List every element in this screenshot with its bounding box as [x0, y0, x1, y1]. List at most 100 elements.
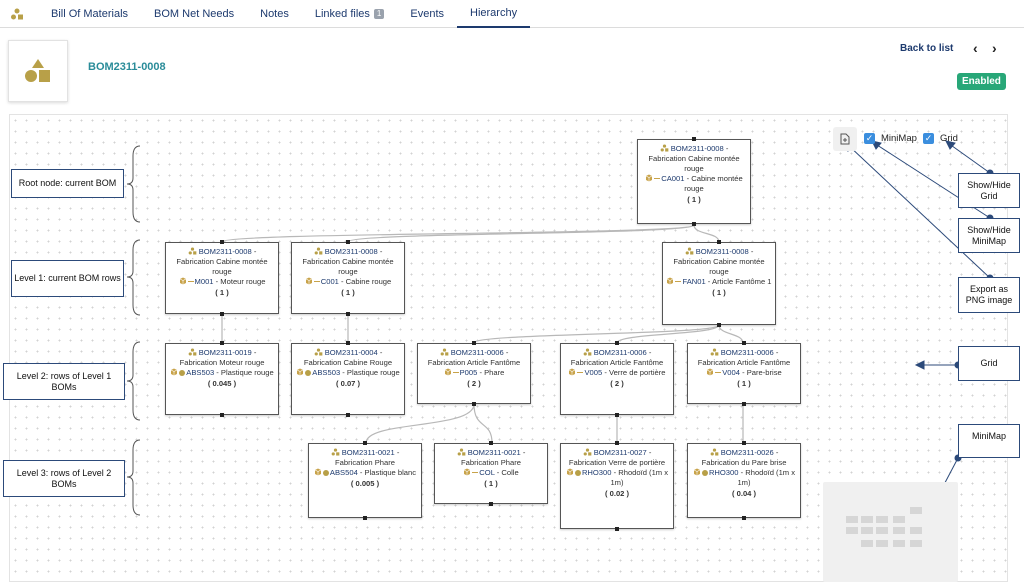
node-handle-top[interactable] [742, 441, 746, 445]
bom-ref-link[interactable]: BOM2311-0008 [324, 247, 378, 256]
minimap-node [910, 527, 922, 534]
node-handle-top[interactable] [692, 137, 696, 141]
node-handle-top[interactable] [615, 441, 619, 445]
product-ref-link[interactable]: M001 [194, 277, 214, 286]
export-png-button[interactable] [833, 127, 857, 151]
bom-ref-link[interactable]: BOM2311-0006 [450, 348, 504, 357]
bom-ref-link[interactable]: BOM2311-0006 [593, 348, 647, 357]
bom-node-l2c[interactable]: BOM2311-0006 -Fabrication Article Fantôm… [417, 343, 531, 404]
node-header: BOM2311-0008 - [666, 247, 772, 257]
node-handle-bottom[interactable] [717, 323, 721, 327]
tab-label: BOM Net Needs [154, 7, 235, 20]
tab-events[interactable]: Events [397, 0, 457, 28]
product-description: - Rhodoïd (1m x 1m) [610, 468, 669, 487]
bom-node-root[interactable]: BOM2311-0008 -Fabrication Cabine montée … [637, 139, 751, 224]
node-handle-bottom[interactable] [363, 516, 367, 520]
minimap-label: MiniMap [881, 133, 917, 144]
node-handle-bottom[interactable] [742, 402, 746, 406]
product-description: - Colle [494, 468, 519, 477]
bom-icon [440, 348, 449, 357]
node-handle-top[interactable] [220, 240, 224, 244]
node-handle-top[interactable] [742, 341, 746, 345]
node-handle-top[interactable] [615, 341, 619, 345]
bom-ref-link[interactable]: BOM2311-0008 [198, 247, 252, 256]
tab-bar: Bill Of Materials BOM Net Needs Notes Li… [0, 0, 1024, 28]
product-ref-link[interactable]: V005 [584, 368, 603, 377]
product-ref-link[interactable]: ABS503 [312, 368, 341, 377]
minimap-node [861, 527, 873, 534]
product-description: - Rhodoïd (1m x 1m) [737, 468, 796, 487]
bom-ref-link[interactable]: BOM2311-0006 [720, 348, 774, 357]
bom-node-l1c[interactable]: BOM2311-0008 -Fabrication Cabine montée … [662, 242, 776, 325]
bom-ref-link[interactable]: BOM2311-0021 [467, 448, 521, 457]
node-handle-top[interactable] [346, 341, 350, 345]
node-handle-bottom[interactable] [692, 222, 696, 226]
bom-node-l2e[interactable]: BOM2311-0006 -Fabrication Article Fantôm… [687, 343, 801, 404]
bom-ref-suffix: - [377, 247, 383, 256]
node-handle-bottom[interactable] [615, 413, 619, 417]
bom-ref-link[interactable]: BOM2311-0004 [324, 348, 378, 357]
bom-node-l3c[interactable]: BOM2311-0027 -Fabrication Verre de porti… [560, 443, 674, 529]
node-header: BOM2311-0006 - [691, 348, 797, 358]
node-handle-top[interactable] [363, 441, 367, 445]
bom-node-l1a[interactable]: BOM2311-0008 -Fabrication Cabine montée … [165, 242, 279, 314]
node-handle-bottom[interactable] [615, 527, 619, 531]
quantity: ( 0.02 ) [604, 489, 630, 498]
node-handle-bottom[interactable] [472, 402, 476, 406]
tab-bill-of-materials[interactable]: Bill Of Materials [38, 0, 141, 28]
product-ref-link[interactable]: COL [479, 468, 495, 477]
bom-ref-link[interactable]: BOM2311-0019 [198, 348, 252, 357]
tab-bom-net-needs[interactable]: BOM Net Needs [141, 0, 247, 28]
node-handle-top[interactable] [220, 341, 224, 345]
callout-grid: Grid [958, 346, 1020, 381]
product-description: - Cabine rouge [338, 277, 392, 286]
node-handle-bottom[interactable] [742, 516, 746, 520]
grid-checkbox[interactable]: ✓ [923, 133, 934, 144]
node-handle-top[interactable] [489, 441, 493, 445]
node-handle-bottom[interactable] [220, 413, 224, 417]
tab-notes[interactable]: Notes [247, 0, 302, 28]
callout-show-grid: Show/Hide Grid [958, 173, 1020, 208]
chevron-right-icon[interactable]: › [992, 40, 997, 56]
product-ref-link[interactable]: C001 [320, 277, 339, 286]
bom-ref-link[interactable]: BOM2311-0008 [695, 247, 749, 256]
bom-ref-link[interactable]: BOM2311-0027 [593, 448, 647, 457]
node-handle-bottom[interactable] [346, 312, 350, 316]
product-ref-link[interactable]: P005 [459, 368, 478, 377]
node-handle-top[interactable] [346, 240, 350, 244]
minimap-node [876, 516, 888, 523]
product-ref-link[interactable]: V004 [722, 368, 740, 377]
bom-node-l2d[interactable]: BOM2311-0006 -Fabrication Article Fantôm… [560, 343, 674, 415]
bom-ref-link[interactable]: BOM2311-0008 [670, 144, 724, 153]
product-ref-link[interactable]: ABS503 [186, 368, 215, 377]
product-ref-link[interactable]: RHO300 [708, 468, 739, 477]
product-ref-link[interactable]: RHO300 [581, 468, 612, 477]
bom-ref-link[interactable]: BOM2311-0021 [341, 448, 395, 457]
node-handle-bottom[interactable] [489, 502, 493, 506]
node-handle-top[interactable] [472, 341, 476, 345]
product-ref-link[interactable]: ABS504 [329, 468, 358, 477]
node-handle-bottom[interactable] [220, 312, 224, 316]
bom-icon [583, 348, 592, 357]
node-handle-bottom[interactable] [346, 413, 350, 417]
chevron-left-icon[interactable]: ‹ [973, 40, 978, 56]
bom-description: Fabrication Cabine montée rouge [673, 257, 765, 276]
node-handle-top[interactable] [717, 240, 721, 244]
node-header: BOM2311-0004 - [295, 348, 401, 358]
product-ref-link[interactable]: FAN01 [682, 277, 706, 286]
minimap-checkbox[interactable]: ✓ [864, 133, 875, 144]
tab-hierarchy[interactable]: Hierarchy [457, 0, 531, 28]
bom-node-l1b[interactable]: BOM2311-0008 -Fabrication Cabine montée … [291, 242, 405, 314]
back-to-list-link[interactable]: Back to list [900, 43, 954, 54]
bom-ref-link[interactable]: BOM2311-0026 [720, 448, 774, 457]
minimap[interactable] [823, 482, 958, 582]
tab-label: Events [410, 7, 445, 20]
bom-ref-suffix: - [773, 348, 779, 357]
product-ref-link[interactable]: CA001 [661, 174, 685, 183]
